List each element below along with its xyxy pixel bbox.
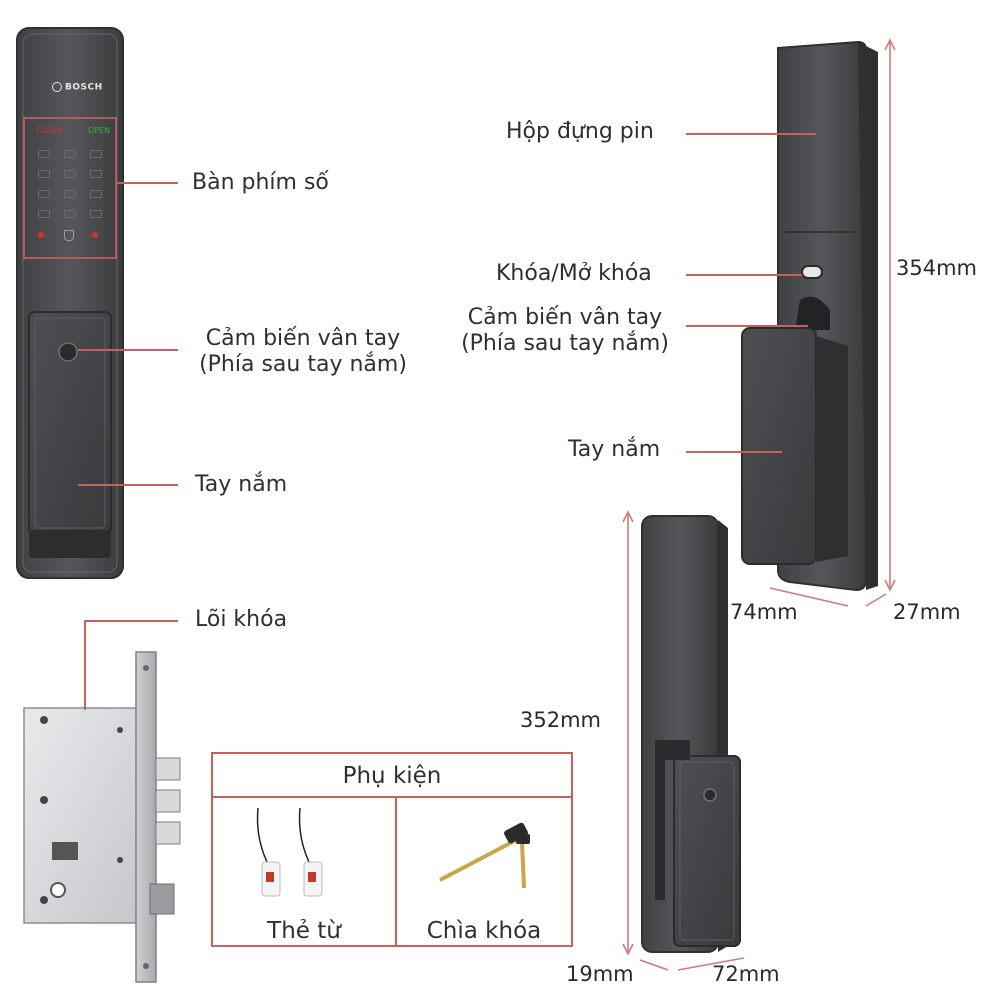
power-icon (92, 232, 98, 238)
bosch-logo-icon (52, 82, 62, 92)
leader-keypad (116, 182, 178, 184)
leader-mortise-v (84, 620, 86, 710)
label-mortise: Lõi khóa (195, 607, 288, 632)
accessory-card-label: Thẻ từ (267, 918, 341, 944)
label-lock-unlock: Khóa/Mở khóa (496, 261, 652, 286)
dim-depth-back: 27mm (893, 600, 961, 624)
accessory-key-label: Chìa khóa (426, 918, 542, 944)
key-hash[interactable] (90, 210, 102, 218)
back-panel (741, 40, 878, 592)
leader-battery (686, 133, 816, 135)
label-handle-front: Tay nắm (195, 472, 288, 497)
label-handle-side: Tay nắm (568, 437, 661, 462)
label-fingerprint-front-line1: Cảm biến vân tay (205, 326, 401, 351)
keypad-close-label: CLOSE (36, 126, 63, 135)
key-1[interactable] (38, 150, 50, 158)
label-fingerprint-front: Cảm biến vân tay (Phía sau tay nắm) (178, 326, 428, 378)
leader-lock-unlock (686, 274, 802, 276)
mechanical-keys (439, 822, 530, 889)
rfid-cards (256, 807, 323, 897)
key-0[interactable] (64, 210, 76, 218)
dim-height-back: 354mm (896, 256, 977, 280)
key-2[interactable] (64, 150, 76, 158)
dim-depth-front: 19mm (566, 962, 634, 986)
leader-mortise-h (84, 620, 178, 622)
key-5[interactable] (64, 170, 76, 178)
label-fingerprint-side-line2: (Phía sau tay nắm) (461, 331, 669, 356)
dim-height-front: 352mm (520, 708, 601, 732)
accessories-box: Phụ kiện Thẻ từ Chìa khóa (211, 752, 573, 947)
shield-icon (64, 230, 74, 241)
keypad-open-label: OPEN (88, 126, 111, 135)
leader-fingerprint-side (686, 325, 808, 327)
dim-width-back: 74mm (730, 600, 798, 624)
key-3[interactable] (90, 150, 102, 158)
accessories-title: Phụ kiện (213, 754, 571, 798)
key-7[interactable] (38, 190, 50, 198)
dimension-lines (622, 38, 896, 971)
mortise-body (23, 651, 181, 983)
front-lock (16, 27, 124, 579)
alarm-icon (38, 232, 44, 238)
leader-handle-front (78, 484, 178, 486)
dim-width-front: 72mm (712, 962, 780, 986)
leader-handle-side (686, 451, 782, 453)
key-4[interactable] (38, 170, 50, 178)
label-fingerprint-side-line1: Cảm biến vân tay (467, 305, 663, 330)
label-keypad: Bàn phím số (192, 170, 329, 195)
label-fingerprint-side: Cảm biến vân tay (Phía sau tay nắm) (440, 305, 690, 357)
key-6[interactable] (90, 170, 102, 178)
key-8[interactable] (64, 190, 76, 198)
accessories-divider (395, 798, 397, 945)
label-battery-box: Hộp đựng pin (506, 119, 654, 144)
front-lock-small (641, 515, 741, 953)
key-star[interactable] (38, 210, 50, 218)
leader-fingerprint-front (78, 349, 178, 351)
key-9[interactable] (90, 190, 102, 198)
brand-logo: BOSCH (52, 82, 103, 93)
label-fingerprint-front-line2: (Phía sau tay nắm) (199, 352, 407, 377)
